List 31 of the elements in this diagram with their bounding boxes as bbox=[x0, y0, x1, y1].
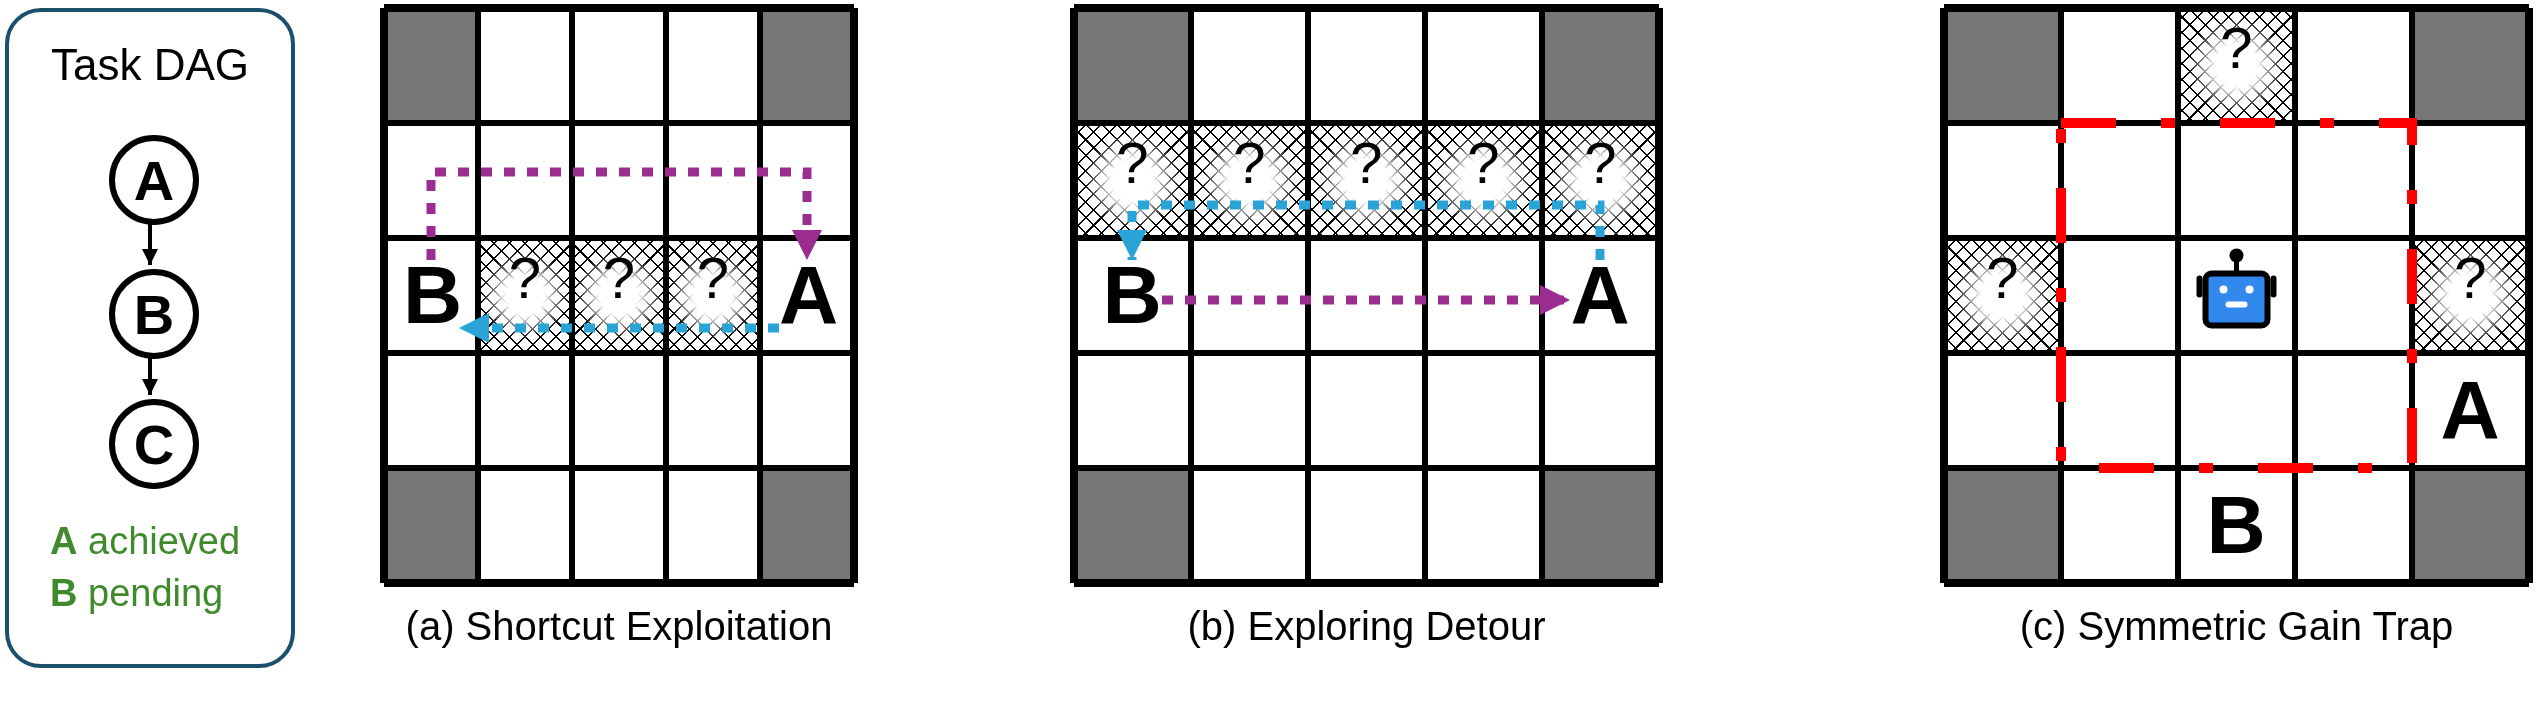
status-note: B pending bbox=[50, 572, 224, 615]
panel-caption: (a) Shortcut Exploitation bbox=[404, 604, 834, 649]
question-mark: ? bbox=[2454, 248, 2487, 308]
task-node-circle: C bbox=[109, 399, 199, 489]
question-mark: ? bbox=[1350, 133, 1383, 193]
arrow bbox=[1162, 285, 1570, 315]
question-mark: ? bbox=[2220, 18, 2253, 78]
status-note: A achieved bbox=[50, 520, 241, 563]
question-mark: ? bbox=[602, 248, 636, 308]
task-node-circle: A bbox=[109, 135, 199, 225]
task-node-circle: B bbox=[109, 269, 199, 359]
arrow bbox=[1117, 200, 1605, 260]
goal-letter: A bbox=[2440, 375, 2500, 445]
panel-caption: (c) Symmetric Gain Trap bbox=[2018, 604, 2455, 649]
question-mark: ? bbox=[1986, 248, 2019, 308]
question-mark: ? bbox=[1233, 133, 1266, 193]
panel-caption: (b) Exploring Detour bbox=[1186, 604, 1547, 649]
question-mark: ? bbox=[696, 248, 730, 308]
goal-letter: B bbox=[403, 260, 459, 330]
goal-letter: A bbox=[779, 260, 835, 330]
goal-letter: A bbox=[1570, 260, 1630, 330]
arrow bbox=[426, 167, 822, 260]
arrow bbox=[459, 313, 779, 343]
panel-card bbox=[5, 8, 295, 668]
panel-title: Task DAG bbox=[49, 40, 250, 90]
goal-letter: B bbox=[1102, 260, 1162, 330]
goal-letter: B bbox=[2206, 490, 2266, 560]
question-mark: ? bbox=[1116, 133, 1149, 193]
question-mark: ? bbox=[1584, 133, 1617, 193]
question-mark: ? bbox=[508, 248, 542, 308]
question-mark: ? bbox=[1467, 133, 1500, 193]
